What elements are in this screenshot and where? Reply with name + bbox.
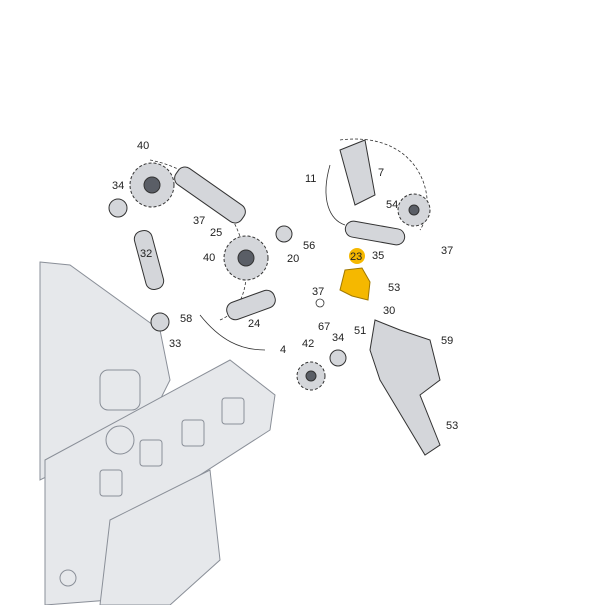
sprocket-40-lower xyxy=(223,235,269,281)
chain-11 xyxy=(325,164,346,226)
bearing-33 xyxy=(150,312,170,332)
chain-guide-25 xyxy=(174,166,246,224)
label-54: 54 xyxy=(386,199,398,211)
label-11: 11 xyxy=(305,173,316,185)
label-42: 42 xyxy=(302,338,314,350)
highlight-badge-23 xyxy=(349,248,365,264)
label-37-c: 37 xyxy=(312,286,324,298)
part-labels: 40 34 37 25 11 7 54 56 20 35 37 40 32 23… xyxy=(112,140,458,432)
washer-20 xyxy=(275,225,293,243)
label-40-upper: 40 xyxy=(137,140,149,152)
tensioner-23-highlighted xyxy=(339,267,371,301)
cover-plate-30 xyxy=(369,319,441,456)
o-ring-67 xyxy=(315,298,325,308)
label-67: 67 xyxy=(318,321,330,333)
label-37-b: 37 xyxy=(441,245,453,257)
label-4: 4 xyxy=(280,344,286,356)
label-32: 32 xyxy=(140,248,152,260)
chain-4 xyxy=(199,314,266,351)
sprocket-40-upper xyxy=(129,162,175,208)
bushing-34-lower xyxy=(329,349,347,367)
label-37-a: 37 xyxy=(193,215,205,227)
label-23: 23 xyxy=(350,251,362,263)
bushing-34-upper xyxy=(108,198,128,218)
chain-guide-32 xyxy=(133,229,165,291)
label-53-a: 53 xyxy=(388,282,400,294)
label-56: 56 xyxy=(303,240,315,252)
sprocket-42 xyxy=(296,361,326,391)
label-30: 30 xyxy=(383,305,395,317)
sprocket-54 xyxy=(397,193,431,227)
label-33: 33 xyxy=(169,338,181,350)
label-25: 25 xyxy=(210,227,222,239)
label-58: 58 xyxy=(180,313,192,325)
label-53-b: 53 xyxy=(446,420,458,432)
tensioner-7 xyxy=(339,139,376,206)
chain-guide-24 xyxy=(226,289,276,321)
label-34-upper: 34 xyxy=(112,180,124,192)
label-34-lower: 34 xyxy=(332,332,344,344)
engine-cylinder-head xyxy=(39,261,276,605)
label-40-lower: 40 xyxy=(203,252,215,264)
label-7: 7 xyxy=(378,167,384,179)
label-24: 24 xyxy=(248,318,260,330)
chain-guide-35 xyxy=(344,220,406,246)
label-35: 35 xyxy=(372,250,384,262)
label-20: 20 xyxy=(287,253,299,265)
label-51: 51 xyxy=(354,325,366,337)
label-59: 59 xyxy=(441,335,453,347)
